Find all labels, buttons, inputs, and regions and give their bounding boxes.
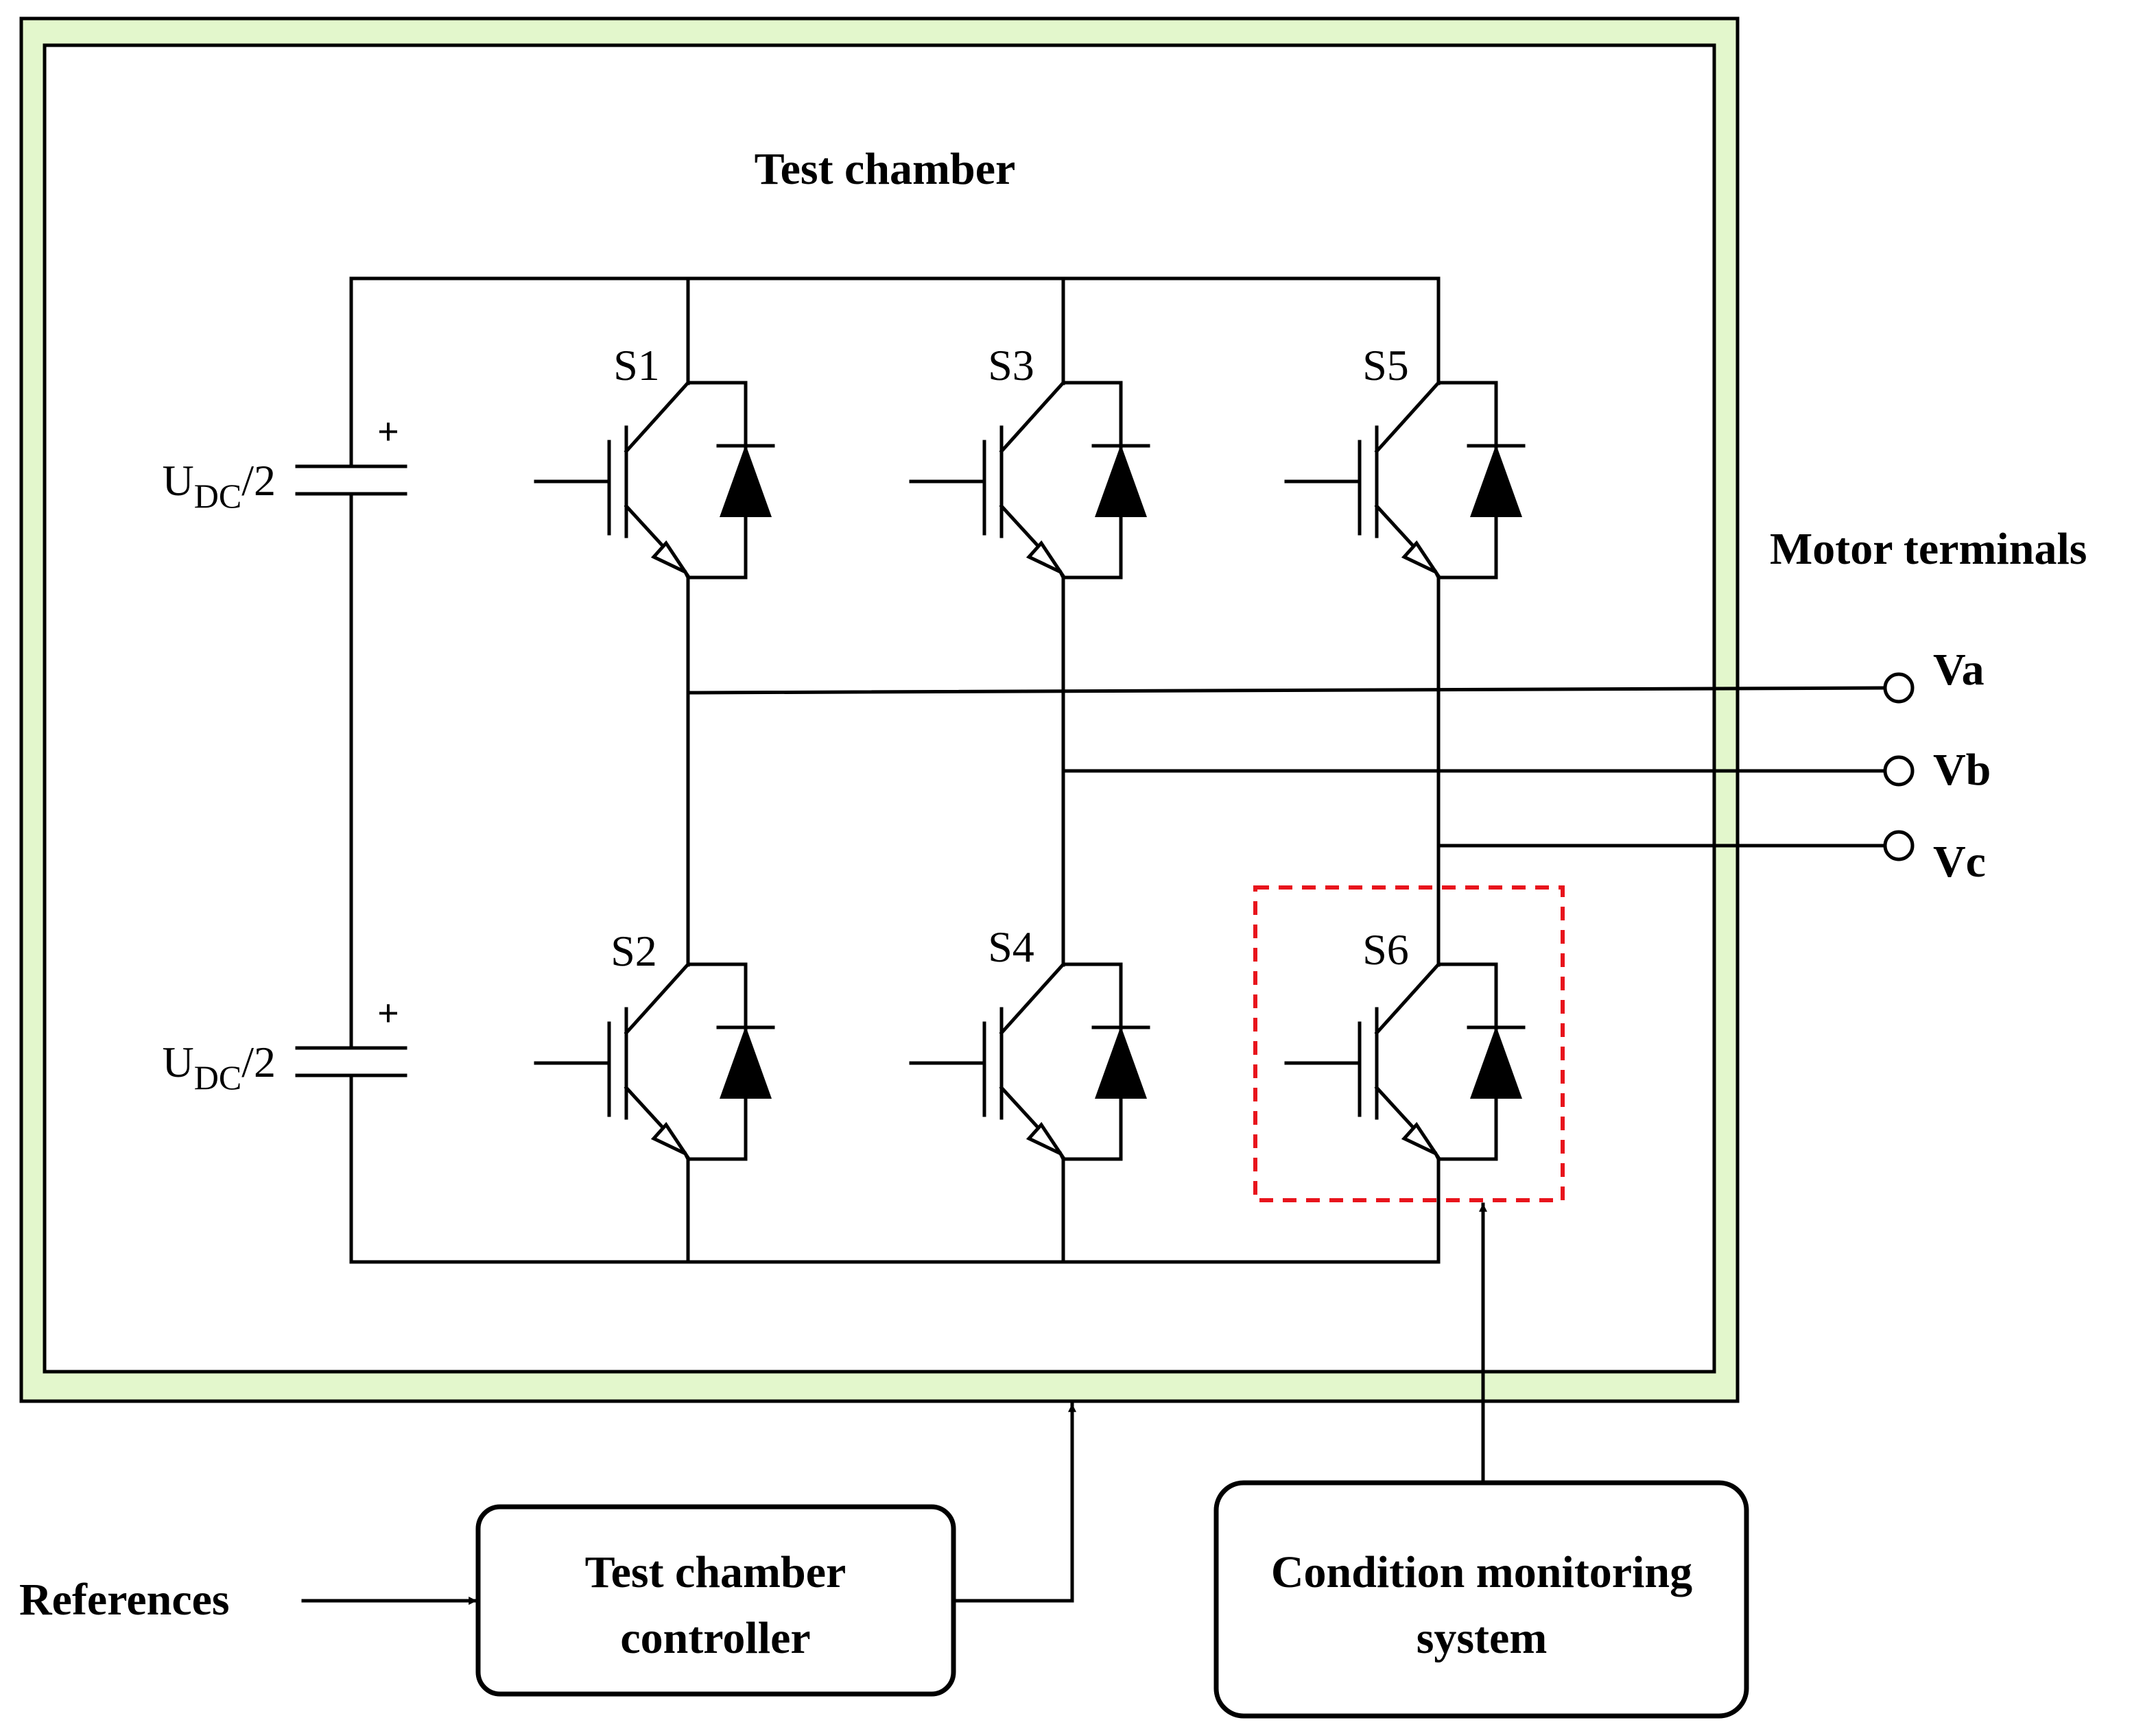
controller-label-line2: controller: [620, 1613, 810, 1663]
terminal-vb: [1883, 755, 1915, 787]
source-label-main: U: [163, 1038, 194, 1086]
switch-s4: S4: [911, 922, 1148, 1159]
motor-terminals-title: Motor terminals: [1770, 524, 2087, 574]
monitoring-label-line2: system: [1417, 1613, 1548, 1663]
s6-highlight-box: [1253, 885, 1565, 1202]
switch-label-s4: S4: [988, 922, 1034, 971]
terminal-vc: [1883, 830, 1915, 861]
test-chamber-controller: Test chamber controller: [475, 1403, 1076, 1697]
switch-s6: S6: [1286, 925, 1524, 1159]
source-label-tail: /2: [241, 1038, 276, 1086]
test-chamber-title: Test chamber: [755, 144, 1016, 194]
controller-box: [475, 1504, 956, 1697]
polarity-plus: +: [377, 992, 399, 1035]
test-chamber: Test chamber: [19, 16, 1740, 1403]
controller-label-line1: Test chamber: [585, 1547, 846, 1597]
source-label-main: U: [163, 456, 194, 505]
source-label-tail: /2: [241, 456, 276, 505]
terminal-va: [1883, 672, 1915, 704]
switch-s5: S5: [1286, 341, 1524, 577]
switch-label-s6: S6: [1362, 925, 1409, 974]
polarity-plus: +: [377, 411, 399, 453]
condition-monitoring-system: Condition monitoring system: [1213, 1202, 1749, 1719]
switch-s2: S2: [536, 927, 773, 1159]
monitoring-label-line1: Condition monitoring: [1271, 1547, 1692, 1597]
controller-to-chamber-arrow: [951, 1403, 1076, 1603]
capacitor-lower: + UDC/2: [163, 992, 407, 1097]
dc-bus: [349, 276, 1441, 1264]
references-input: References: [19, 1575, 478, 1625]
terminal-label-va: Va: [1933, 645, 1985, 695]
output-line-va: [686, 686, 1887, 695]
switch-s1: S1: [536, 341, 773, 577]
test-chamber-inner-frame: [43, 43, 1716, 1374]
source-label: UDC/2: [163, 1038, 276, 1097]
switch-s3: S3: [911, 341, 1148, 577]
references-label: References: [19, 1575, 230, 1625]
switch-label-s1: S1: [613, 341, 660, 390]
terminal-label-vc: Vc: [1933, 837, 1986, 887]
monitoring-box: [1213, 1480, 1749, 1719]
output-lines: Va Vb Vc Motor terminals: [686, 524, 2087, 887]
switch-label-s3: S3: [988, 341, 1034, 390]
source-label-sub: DC: [194, 1058, 241, 1097]
capacitor-upper: + UDC/2: [163, 411, 407, 515]
source-label: UDC/2: [163, 456, 276, 515]
terminal-label-vb: Vb: [1933, 745, 1991, 795]
source-label-sub: DC: [194, 477, 241, 515]
switch-label-s2: S2: [611, 927, 657, 975]
switch-label-s5: S5: [1362, 341, 1409, 390]
